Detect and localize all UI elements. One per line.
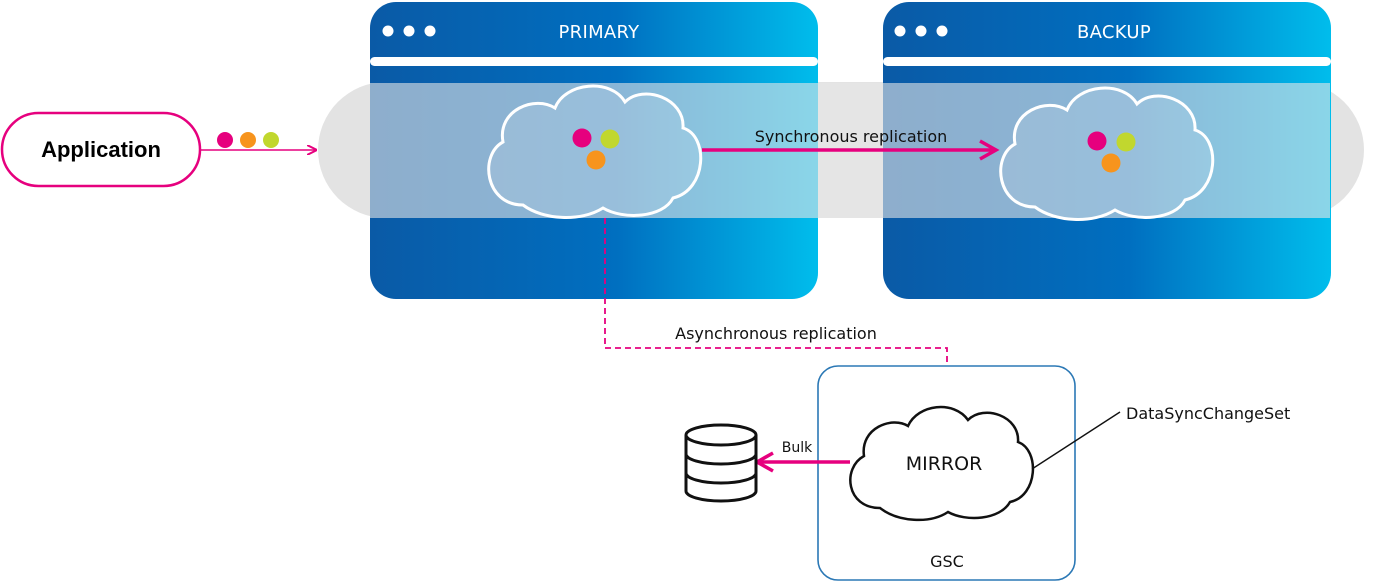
backup-cloud-icon bbox=[999, 86, 1215, 221]
backup-space-data-dots bbox=[1087, 131, 1136, 173]
mirror-cloud-icon bbox=[849, 405, 1035, 522]
sync-replication-label: Synchronous replication bbox=[755, 127, 948, 146]
async-replication-arrow bbox=[604, 218, 956, 409]
application-data-dots bbox=[217, 132, 279, 148]
primary-title: PRIMARY bbox=[559, 22, 641, 43]
database-icon bbox=[684, 423, 758, 503]
gsc-label: GSC bbox=[930, 552, 964, 571]
datasync-callout-line bbox=[1031, 411, 1121, 470]
backup-title: BACKUP bbox=[1077, 22, 1151, 43]
mirror-label: MIRROR bbox=[906, 453, 983, 475]
window-controls-icon bbox=[382, 25, 436, 37]
application-node: Application bbox=[0, 111, 202, 188]
backup-address-bar bbox=[883, 57, 1331, 66]
bulk-label: Bulk bbox=[782, 440, 813, 456]
window-controls-icon bbox=[894, 25, 948, 37]
datasync-label: DataSyncChangeSet bbox=[1126, 404, 1290, 423]
primary-address-bar bbox=[370, 57, 818, 66]
primary-space-data-dots bbox=[572, 128, 620, 170]
async-replication-label: Asynchronous replication bbox=[675, 324, 877, 343]
application-label: Application bbox=[41, 137, 161, 162]
